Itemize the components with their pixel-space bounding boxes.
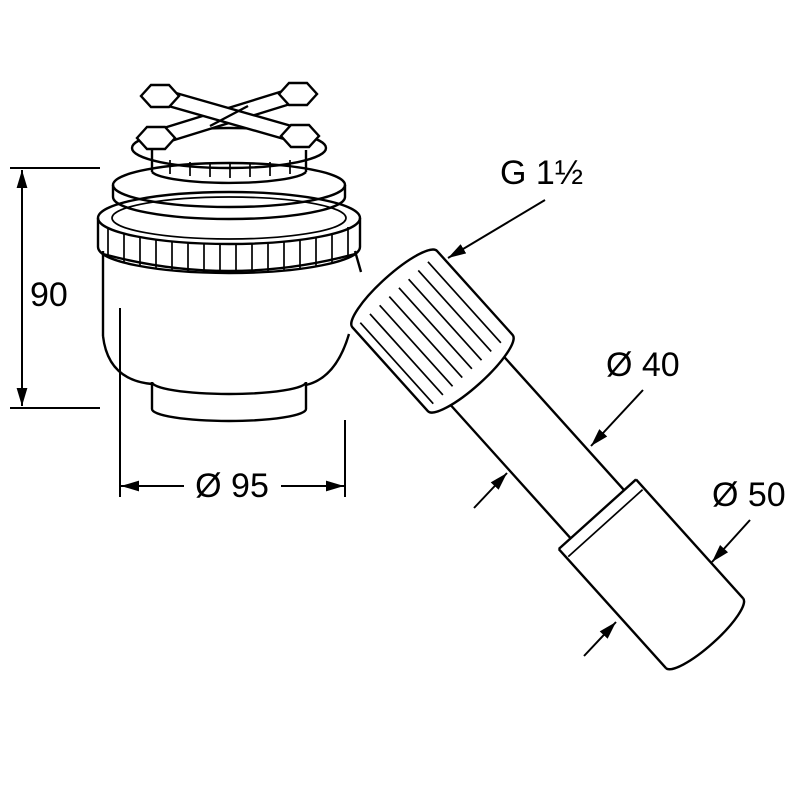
coupling-nut-ribs: [359, 261, 502, 405]
pipe-diameter-callout: Ø 40: [473, 346, 680, 509]
dimension-body-diameter-label: Ø 95: [195, 467, 269, 505]
bolt-lug: [135, 125, 177, 151]
thread-size-label: G 1½: [500, 154, 583, 192]
dimension-height: 90: [10, 167, 100, 409]
leader-arrow-outlet-upper: [711, 519, 751, 563]
bottom-spigot: [150, 381, 308, 423]
dimension-body-diameter: Ø 95: [119, 308, 346, 505]
pipe-diameter-label: Ø 40: [606, 346, 680, 384]
coupling-nut: [350, 248, 515, 414]
leader-arrow-pipe-upper: [590, 389, 644, 447]
trap-body: [101, 250, 363, 387]
outlet-diameter-label: Ø 50: [712, 476, 786, 514]
outlet-pipe: [442, 348, 626, 540]
outlet-diameter-callout: Ø 50: [583, 476, 786, 657]
strainer-top: [130, 81, 328, 185]
leader-arrow-thread: [447, 199, 546, 259]
leader-arrow-pipe-lower: [473, 472, 508, 509]
flange: [111, 161, 347, 221]
outlet-sleeve: [557, 478, 746, 671]
bolt-lug: [279, 123, 321, 149]
bolt-lug: [277, 81, 319, 107]
center-slot: [209, 104, 249, 128]
dimension-height-label: 90: [30, 276, 68, 314]
thread-callout: G 1½: [447, 154, 583, 259]
bolt-lug: [139, 83, 181, 109]
clamp-ring: [96, 190, 362, 275]
outlet-assembly: [350, 248, 746, 671]
leader-arrow-outlet-lower: [583, 621, 617, 657]
